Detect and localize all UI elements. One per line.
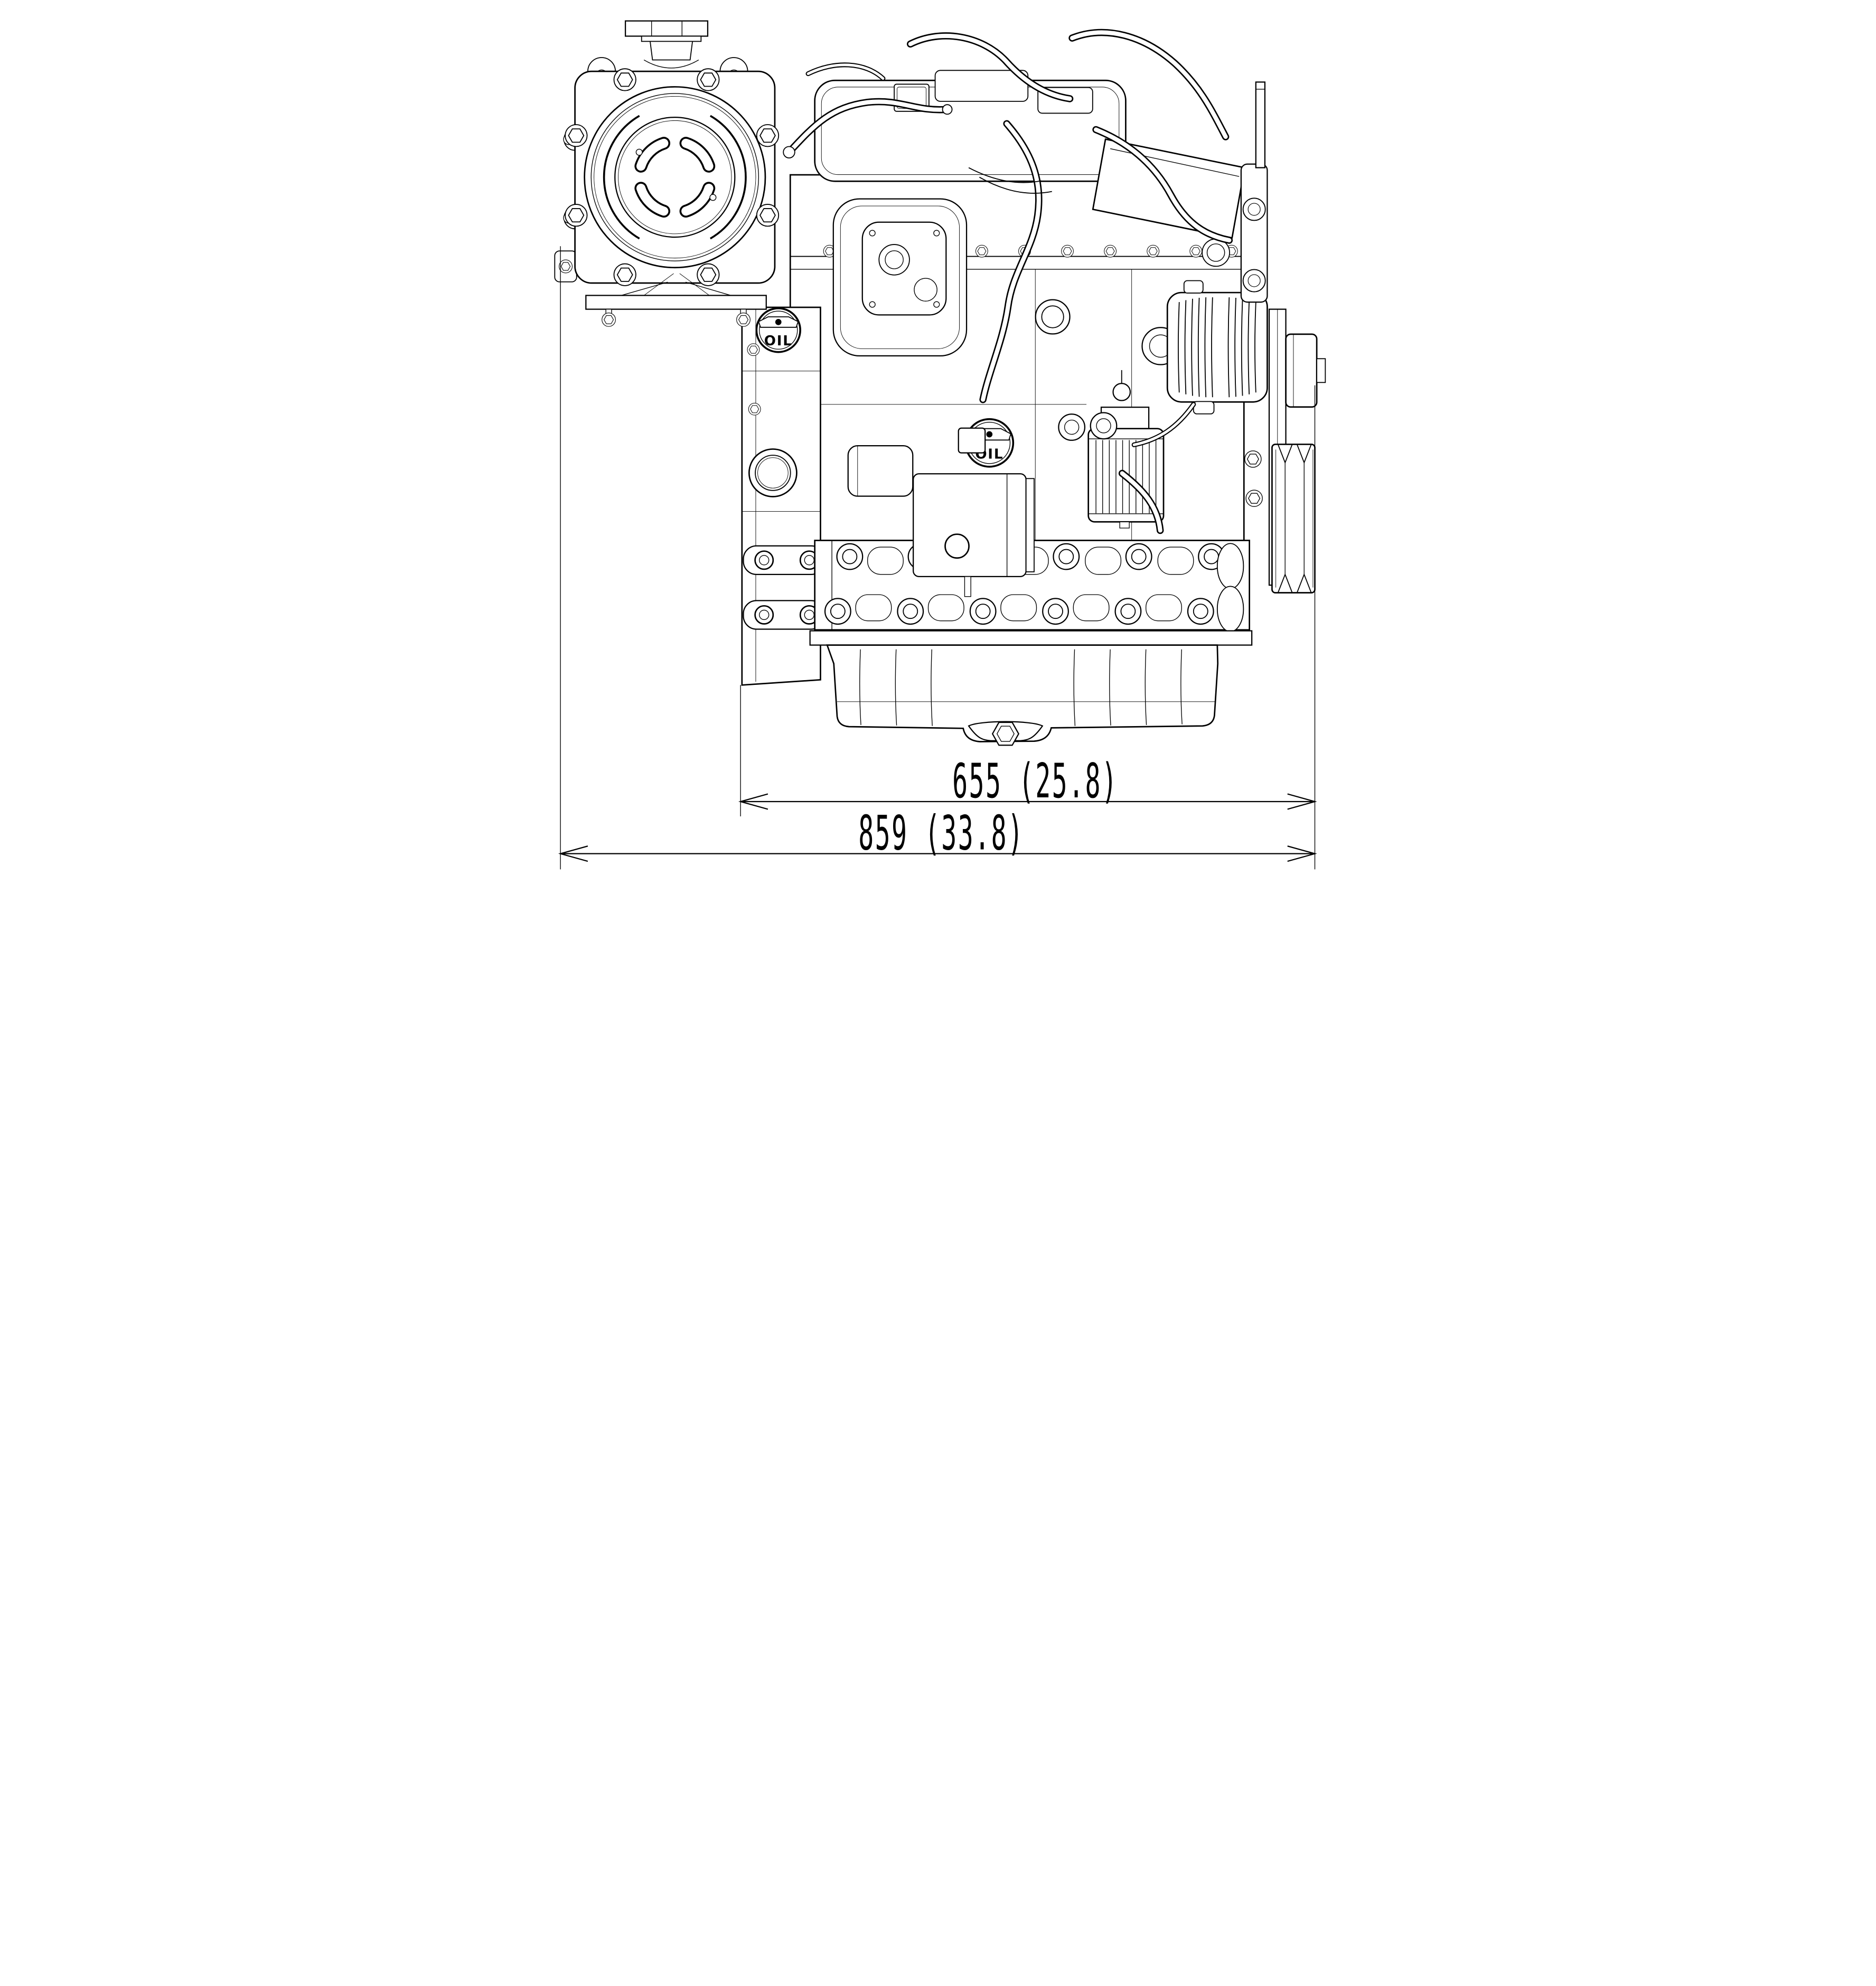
exhaust-flange xyxy=(624,20,709,69)
banjo-fitting xyxy=(942,104,953,115)
alternator xyxy=(1141,280,1268,415)
oil-cap-label: OIL xyxy=(764,333,793,349)
dimension-annotations: 655 (25.8) 859 (33.8) xyxy=(558,246,1317,870)
starter-motor xyxy=(847,445,1035,597)
hose-bundle xyxy=(783,29,1233,534)
starter-hole xyxy=(944,533,970,559)
dim-arrow-right-icon xyxy=(1287,845,1317,862)
crank-pulley xyxy=(1271,444,1316,594)
valve-cover xyxy=(814,70,1127,182)
ear-top-right xyxy=(719,57,748,72)
oil-fill-cap-1: OIL xyxy=(755,307,801,353)
dim-arrow-left-icon xyxy=(738,793,768,810)
fuel-rail-block xyxy=(934,70,1029,102)
housing-bottom-bracket xyxy=(585,273,767,327)
starter-solenoid xyxy=(847,445,914,497)
oil-fill-cap-2: OIL xyxy=(958,418,1015,468)
engine-technical-drawing: OIL OIL 655 (25.8) 859 (33.8) xyxy=(515,0,1361,895)
engine-mount-plate xyxy=(741,306,825,686)
cover-slots xyxy=(634,137,716,218)
lift-eye xyxy=(1112,382,1131,401)
oil-pan xyxy=(809,630,1253,746)
dimension-655: 655 (25.8) xyxy=(738,754,1317,810)
dim-859-label: 859 (33.8) xyxy=(858,806,1024,861)
dim-655-label: 655 (25.8) xyxy=(952,754,1118,810)
vibration-damper xyxy=(1285,333,1326,408)
drain-plug xyxy=(968,721,1044,746)
pan-flange-rail xyxy=(809,630,1253,646)
crank-nose xyxy=(1316,358,1326,383)
fuel-pipe xyxy=(979,176,1052,194)
ear-top-left xyxy=(587,57,616,72)
engine-drawing-page: OIL OIL 655 (25.8) 859 (33.8) xyxy=(515,0,1361,895)
dimension-859: 859 (33.8) xyxy=(558,806,1317,862)
pto-cover xyxy=(614,116,736,238)
gear-cover xyxy=(832,198,968,356)
duct-flange xyxy=(1240,163,1268,303)
dim-arrow-left-icon xyxy=(558,845,588,862)
banjo-fitting xyxy=(783,146,795,158)
dim-arrow-right-icon xyxy=(1287,793,1317,810)
occluding-bracket xyxy=(958,427,986,454)
injection-pump xyxy=(861,221,947,316)
fuel-pipe xyxy=(968,167,1042,183)
support-rod xyxy=(1255,81,1266,168)
flywheel-housing xyxy=(554,20,780,327)
block-bosses xyxy=(1035,238,1263,507)
